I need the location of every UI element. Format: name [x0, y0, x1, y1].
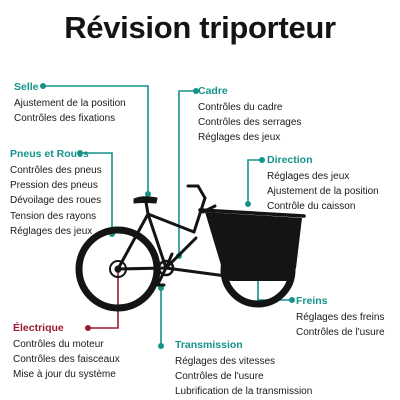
- direction-item: Ajustement de la position: [267, 186, 379, 198]
- transmission-item: Contrôles de l'usure: [175, 371, 264, 383]
- group-pneus-roues: Pneus et Roues Contrôles des pneus Press…: [10, 147, 102, 239]
- group-freins: Freins Réglages des freins Contrôles de …: [296, 294, 385, 340]
- freins-item: Contrôles de l'usure: [296, 327, 385, 339]
- selle-item: Ajustement de la position: [14, 98, 126, 109]
- direction-heading: Direction: [267, 154, 313, 166]
- saddle: [133, 196, 158, 204]
- transmission-item: Réglages des vitesses: [175, 356, 276, 367]
- pneus-item: Pression des pneus: [10, 180, 98, 192]
- group-electrique: Électrique Contrôles du moteur Contrôles…: [13, 321, 120, 383]
- electrique-item: Contrôles du moteur: [13, 339, 104, 350]
- electrique-heading: Électrique: [13, 322, 64, 334]
- selle-item: Contrôles des fixations: [14, 113, 116, 125]
- connector-freins: [257, 272, 292, 301]
- group-selle: Selle Ajustement de la position Contrôle…: [14, 80, 126, 126]
- group-cadre: Cadre Contrôles du cadre Contrôles des s…: [198, 84, 301, 146]
- pneus-heading: Pneus et Roues: [10, 148, 89, 160]
- group-direction: Direction Réglages des jeux Ajustement d…: [267, 153, 379, 215]
- cadre-item: Contrôles du cadre: [198, 102, 283, 113]
- electrique-item: Mise à jour du système: [13, 369, 116, 381]
- group-transmission: Transmission Réglages des vitesses Contr…: [175, 338, 312, 400]
- transmission-heading: Transmission: [175, 339, 243, 351]
- connector-pneus: [80, 152, 113, 234]
- direction-item: Contrôle du caisson: [267, 201, 356, 213]
- connector-direction: [247, 159, 262, 204]
- pneus-item: Tension des rayons: [10, 210, 97, 222]
- connector-cadre: [178, 90, 196, 256]
- cadre-item: Contrôles des serrages: [198, 117, 302, 129]
- direction-item: Réglages des jeux: [267, 171, 350, 182]
- bike: [75, 184, 306, 312]
- cadre-heading: Cadre: [198, 85, 228, 97]
- connector-electrique: [88, 270, 119, 329]
- selle-heading: Selle: [14, 81, 39, 93]
- cargo-box: [205, 212, 302, 281]
- pneus-item: Dévoilage des roues: [10, 195, 102, 207]
- electrique-item: Contrôles des faisceaux: [13, 354, 120, 366]
- freins-heading: Freins: [296, 295, 328, 307]
- chainring: [157, 259, 175, 277]
- pneus-item: Contrôles des pneus: [10, 165, 102, 176]
- page-title: Révision triporteur: [64, 10, 336, 45]
- connector-selle: [43, 85, 149, 194]
- cadre-item: Réglages des jeux: [198, 132, 281, 144]
- transmission-item: Lubrification de la transmission: [175, 386, 313, 398]
- pneus-item: Réglages des jeux: [10, 225, 93, 237]
- freins-item: Réglages des freins: [296, 312, 385, 323]
